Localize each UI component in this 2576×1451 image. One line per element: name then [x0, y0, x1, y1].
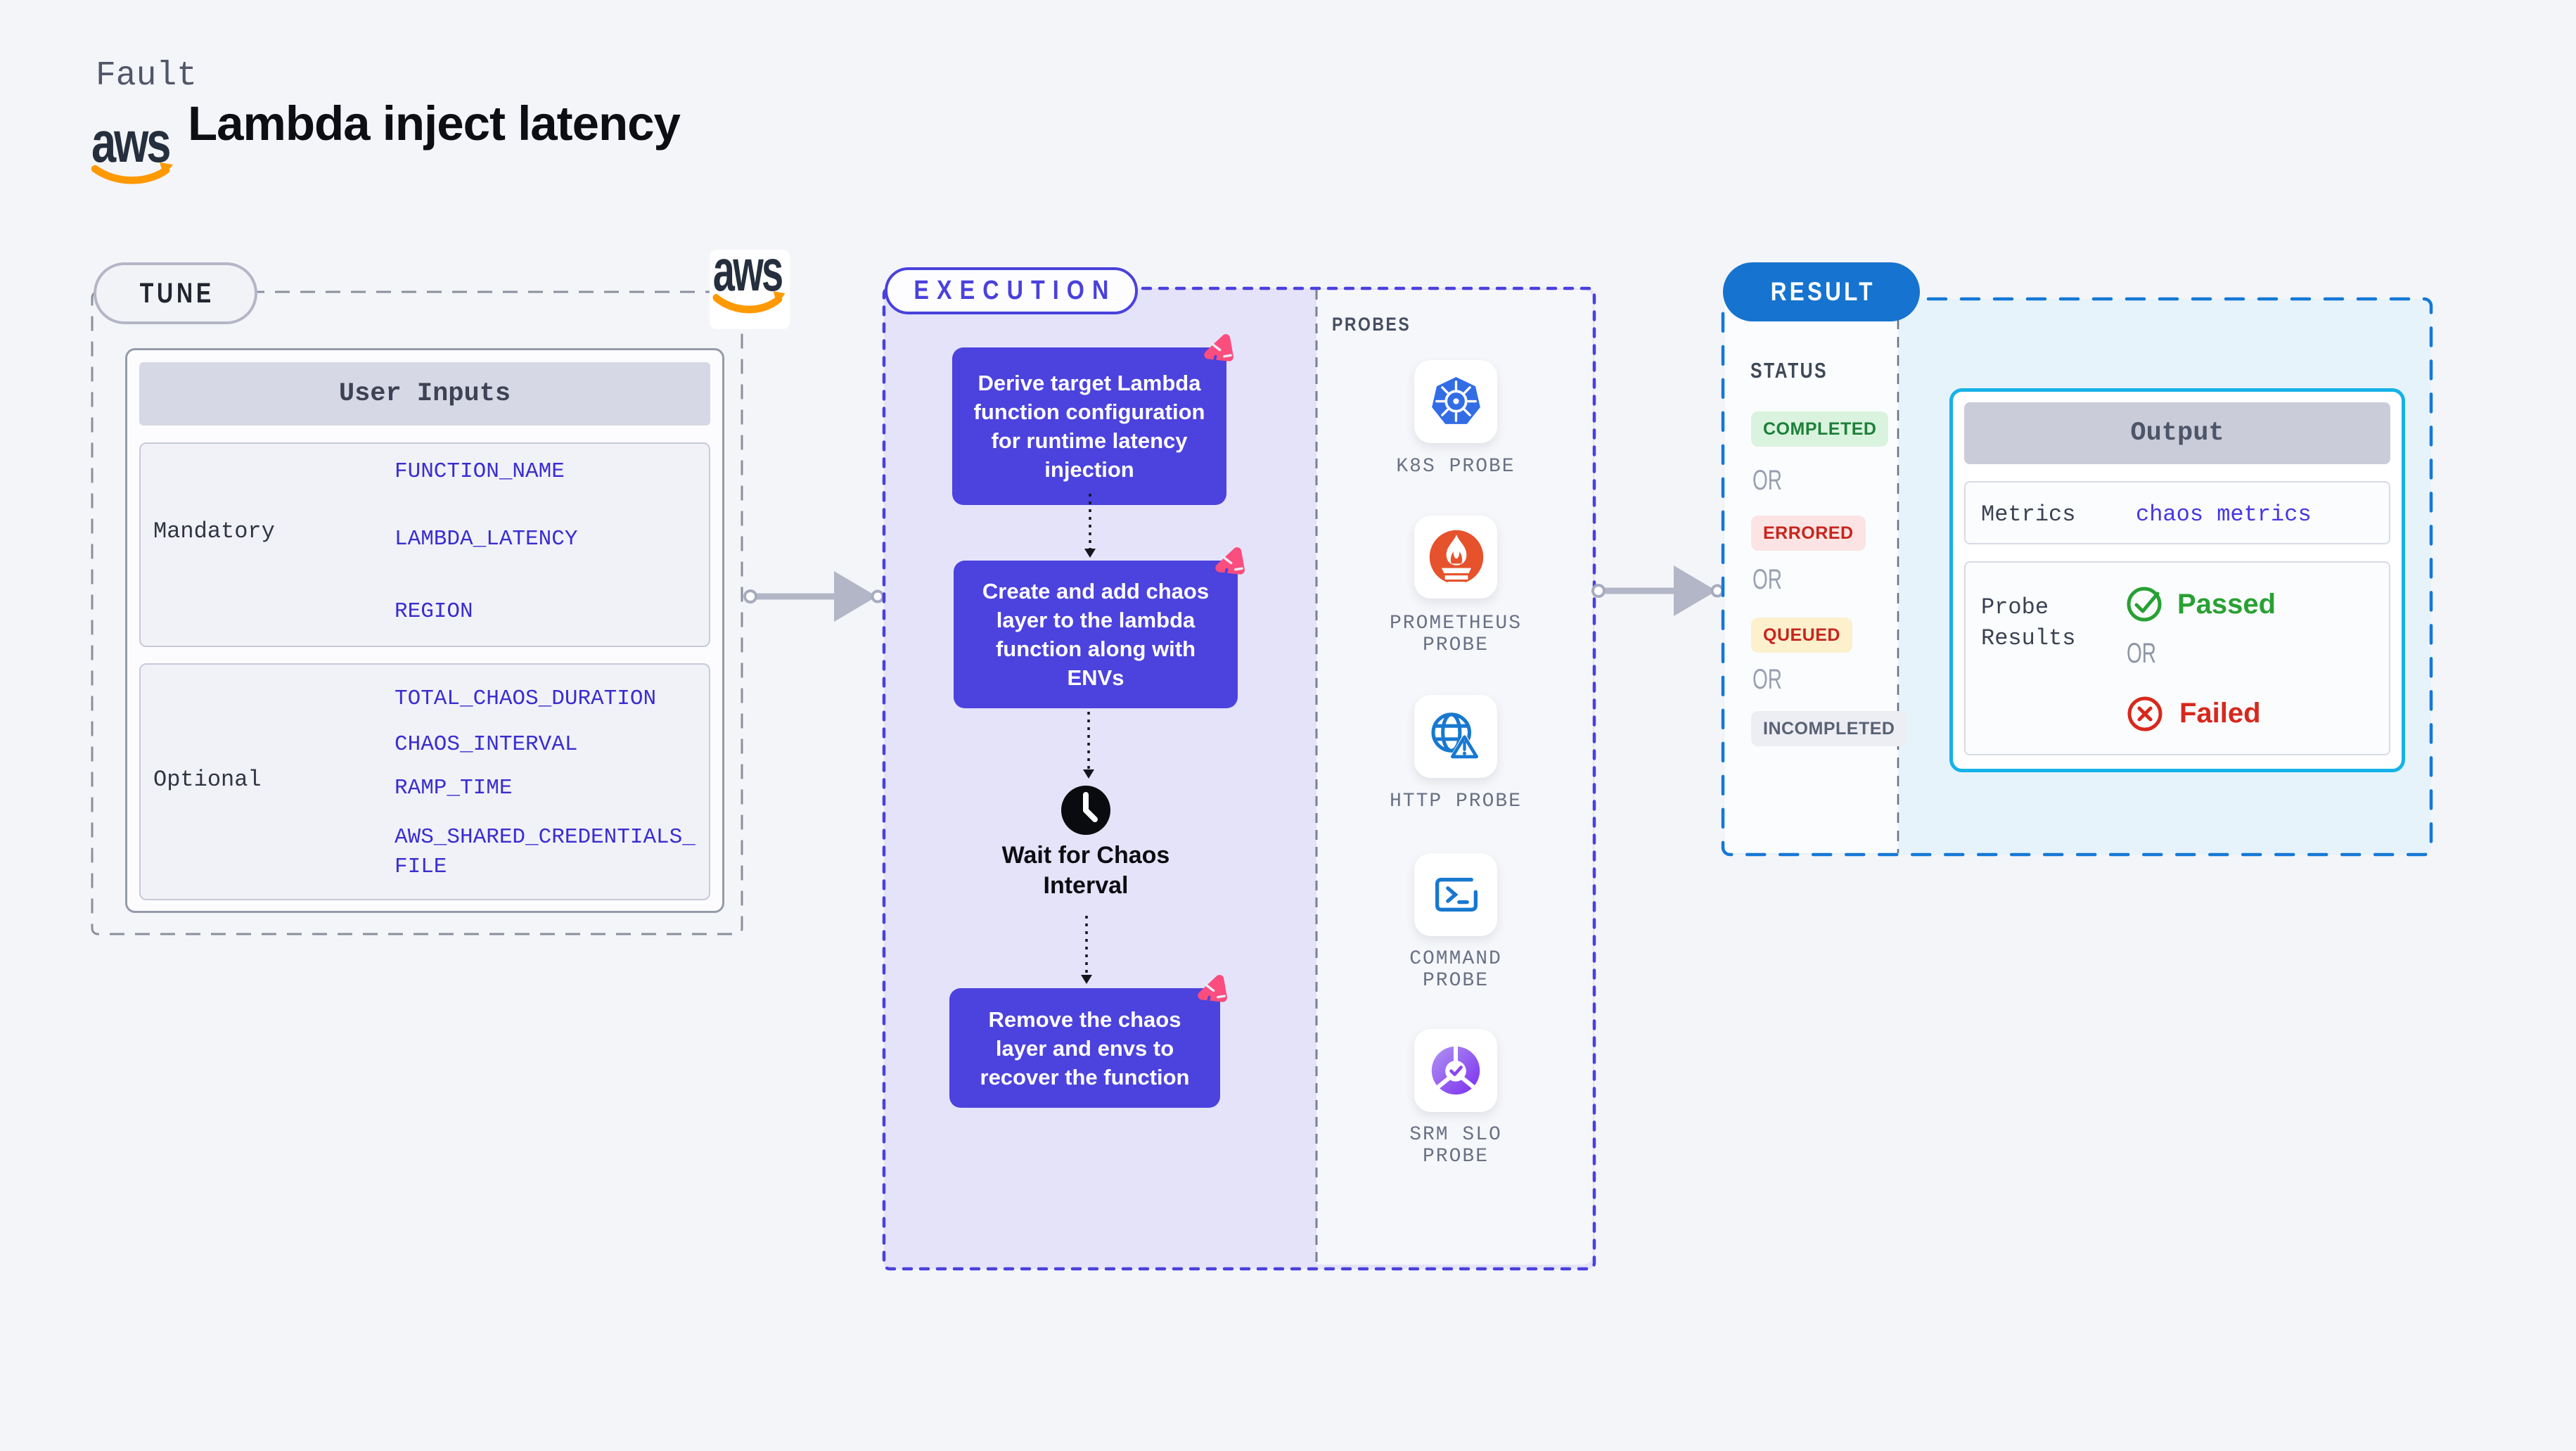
svg-text:aws: aws	[713, 255, 782, 304]
svg-text:aws: aws	[91, 127, 169, 174]
